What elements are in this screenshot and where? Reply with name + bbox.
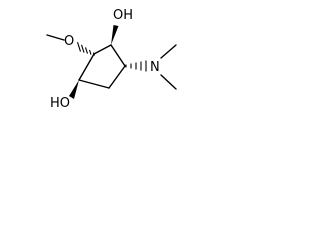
hashed-bond-methoxy: [76, 42, 96, 56]
wedge-bond-ho-bottom: [69, 80, 79, 99]
wedge-bond-oh-top: [111, 25, 119, 45]
label-oh-top: OH: [113, 8, 133, 23]
bond-n-methyl-up: [160, 44, 177, 59]
label-o-methoxy: O: [64, 34, 74, 49]
bond-n-methyl-down: [160, 74, 177, 90]
ring-bond-c2-c3: [110, 44, 126, 67]
ring-bond-c1-c2: [93, 44, 112, 55]
label-ho-bottom: HO: [50, 96, 70, 111]
ring-bond-c5-c1: [78, 53, 95, 81]
label-n-dimethylamino: N: [150, 60, 160, 75]
ring-bond-c4-c5: [78, 79, 110, 89]
ring-bond-c3-c4: [108, 65, 126, 89]
hashed-bond-dimethylamino: [125, 60, 147, 72]
structure-diagram: OH O N HO: [46, 8, 177, 111]
bond-methyl-methoxy: [46, 34, 65, 41]
